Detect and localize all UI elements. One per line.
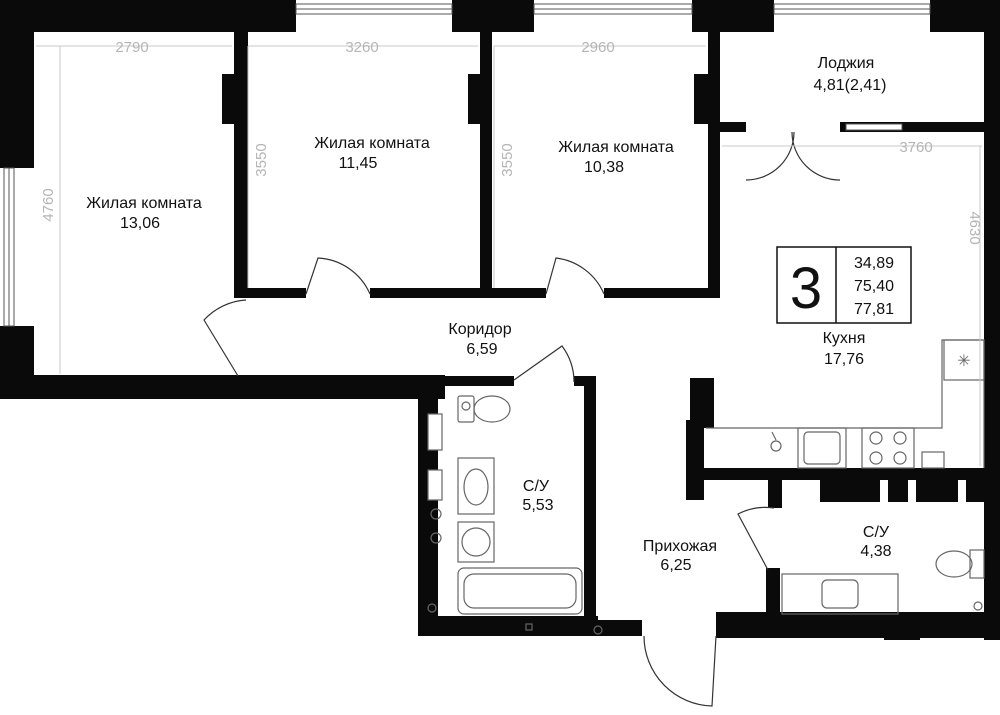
room-living2-area: 11,45	[339, 155, 378, 172]
doors	[203, 131, 841, 707]
room-hall-name: Прихожая	[643, 538, 717, 555]
room-bath2-name: С/У	[863, 524, 890, 541]
room-corridor-name: Коридор	[448, 321, 511, 338]
rooms-count: 3	[790, 256, 822, 321]
room-kitchen-area: 17,76	[824, 351, 864, 368]
room-labels: Жилая комната 13,06 Жилая комната 11,45 …	[86, 55, 891, 574]
room-bath1-name: С/У	[523, 478, 550, 495]
room-living3-name: Жилая комната	[558, 139, 674, 156]
room-living2-name: Жилая комната	[314, 135, 430, 152]
dim-room1-width: 2790	[115, 39, 148, 56]
dimension-labels: 2790 3260 2960 3760 4760 3550 3550 4630	[40, 39, 983, 245]
room-hall-area: 6,25	[660, 557, 691, 574]
total-area: 75,40	[854, 278, 894, 295]
dim-room2-height: 3550	[253, 143, 270, 176]
dim-kitchen-width: 3760	[899, 139, 932, 156]
dim-room1-height: 4760	[40, 188, 57, 221]
windows	[3, 3, 931, 327]
dim-kitchen-height: 4630	[966, 211, 983, 244]
room-living3-area: 10,38	[584, 159, 624, 176]
dimension-lines	[36, 45, 982, 466]
total-with-loggia: 77,81	[854, 301, 894, 318]
svg-text:✳: ✳	[957, 353, 970, 370]
room-loggia-area: 4,81(2,41)	[814, 77, 887, 94]
dim-room3-width: 2960	[581, 39, 614, 56]
dim-room2-width: 3260	[345, 39, 378, 56]
walls	[0, 0, 1000, 640]
living-area: 34,89	[854, 255, 894, 272]
room-corridor-area: 6,59	[466, 341, 497, 358]
room-loggia-name: Лоджия	[818, 55, 875, 72]
room-living1-name: Жилая комната	[86, 195, 202, 212]
room-bath2-area: 4,38	[860, 543, 891, 560]
dim-room3-height: 3550	[499, 143, 516, 176]
room-kitchen-name: Кухня	[823, 330, 866, 347]
room-bath1-area: 5,53	[522, 497, 553, 514]
room-living1-area: 13,06	[120, 215, 160, 232]
fixtures: ✳	[427, 339, 985, 635]
summary-box: 3 34,89 75,40 77,81	[776, 246, 912, 324]
